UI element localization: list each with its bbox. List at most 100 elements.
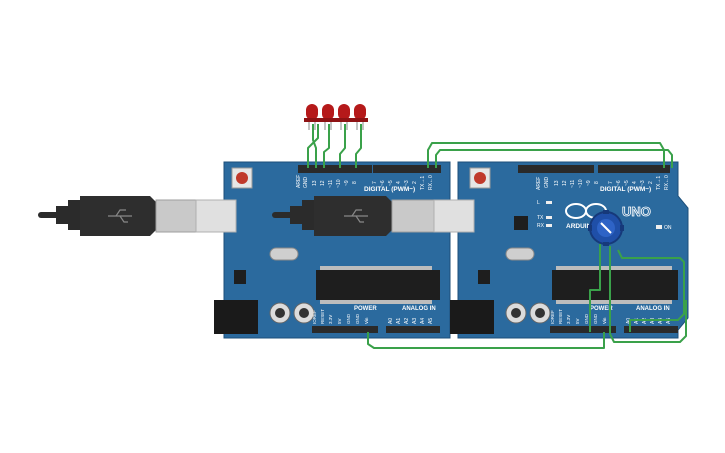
svg-text:~11: ~11 <box>328 180 334 188</box>
svg-text:5V: 5V <box>337 318 342 324</box>
svg-text:2: 2 <box>648 181 654 184</box>
svg-text:~6: ~6 <box>616 180 622 186</box>
svg-text:13: 13 <box>312 180 318 186</box>
svg-text:TX→1: TX→1 <box>420 176 426 190</box>
wire-pot-vcc <box>609 246 687 343</box>
power-jack[interactable] <box>450 300 494 334</box>
analog-header <box>386 326 440 333</box>
svg-text:~5: ~5 <box>624 180 630 186</box>
svg-text:3.3V: 3.3V <box>328 315 333 324</box>
svg-text:RESET: RESET <box>558 309 563 324</box>
svg-text:~6: ~6 <box>380 180 386 186</box>
reset-button-icon[interactable] <box>231 167 253 189</box>
left-power-pin-labels: IOREF RESET 3.3V 5V GND GND Vin <box>312 309 369 324</box>
svg-text:AREF: AREF <box>536 177 542 190</box>
voltage-regulator <box>478 270 490 284</box>
on-led-label: ON <box>664 225 672 231</box>
reset-button-icon[interactable] <box>469 167 491 189</box>
usb-cable-right[interactable] <box>272 196 475 236</box>
led-icon[interactable] <box>320 104 336 130</box>
svg-text:RX←0: RX←0 <box>428 175 434 190</box>
svg-text:Vin: Vin <box>602 317 607 324</box>
svg-text:TX→1: TX→1 <box>656 176 662 190</box>
svg-text:A0: A0 <box>388 318 394 324</box>
svg-text:~11: ~11 <box>570 180 576 188</box>
power-header <box>550 326 616 333</box>
analog-header <box>624 326 678 333</box>
led-icon[interactable] <box>336 104 352 130</box>
usb-cable-left[interactable] <box>38 196 237 236</box>
svg-text:RX←0: RX←0 <box>664 175 670 190</box>
rx-led-label: RX <box>537 223 545 229</box>
power-jack[interactable] <box>214 300 258 334</box>
svg-text:A4: A4 <box>420 318 426 324</box>
left-analog-pin-labels: A0 A1 A2 A3 A4 A5 <box>388 318 434 324</box>
brand-label: ARDUINO <box>566 223 596 230</box>
left-digital-pin-labels: AREF GND 13 12 ~11 ~10 ~9 8 7 ~6 ~5 4 ~3… <box>296 175 434 190</box>
potentiometer-icon[interactable] <box>588 210 624 246</box>
svg-text:GND: GND <box>303 177 309 189</box>
on-led <box>656 225 662 229</box>
svg-text:7: 7 <box>372 181 378 184</box>
svg-text:~9: ~9 <box>586 180 592 186</box>
led-icon[interactable] <box>352 104 368 130</box>
usb-icon <box>344 209 368 223</box>
wire-gnd-bottom <box>367 332 605 349</box>
svg-text:8: 8 <box>352 181 358 184</box>
svg-text:~3: ~3 <box>404 180 410 186</box>
right-analog-label: ANALOG IN <box>636 306 670 312</box>
svg-text:~5: ~5 <box>388 180 394 186</box>
svg-text:5V: 5V <box>575 318 580 324</box>
digital-header-d <box>598 165 670 173</box>
svg-text:Vin: Vin <box>364 317 369 324</box>
voltage-regulator <box>234 270 246 284</box>
svg-text:4: 4 <box>632 181 638 184</box>
svg-text:4: 4 <box>396 181 402 184</box>
wires[interactable] <box>307 124 687 349</box>
l-led-label: L <box>537 200 540 206</box>
right-digital-pin-labels: AREF GND 13 12 ~11 ~10 ~9 8 7 ~6 ~5 4 ~3… <box>536 175 670 190</box>
svg-text:IOREF: IOREF <box>550 310 555 324</box>
svg-text:A1: A1 <box>396 318 402 324</box>
usb-chip <box>514 216 528 230</box>
svg-text:~10: ~10 <box>336 179 342 188</box>
left-analog-label: ANALOG IN <box>402 306 436 312</box>
wire-pot-signal <box>617 249 685 332</box>
svg-text:IOREF: IOREF <box>312 310 317 324</box>
svg-text:3.3V: 3.3V <box>566 315 571 324</box>
wire-led-gnd <box>307 124 319 168</box>
power-header <box>312 326 378 333</box>
digital-header-c <box>518 165 594 173</box>
left-power-label: POWER <box>354 306 377 312</box>
svg-text:~3: ~3 <box>640 180 646 186</box>
wire-tx-rx-1 <box>427 142 665 168</box>
svg-text:~10: ~10 <box>578 179 584 188</box>
svg-text:8: 8 <box>594 181 600 184</box>
svg-text:12: 12 <box>562 180 568 186</box>
wire-led-1 <box>312 124 317 168</box>
tx-led-label: TX <box>537 215 544 221</box>
atmega-chip <box>552 270 678 300</box>
led-array[interactable] <box>304 104 368 130</box>
left-digital-label: DIGITAL (PWM~) <box>364 186 415 193</box>
svg-text:AREF: AREF <box>296 175 302 188</box>
svg-text:13: 13 <box>554 180 560 186</box>
arduino-board-left[interactable]: AREF GND 13 12 ~11 ~10 ~9 8 7 ~6 ~5 4 ~3… <box>214 161 451 339</box>
right-power-pin-labels: IOREF RESET 3.3V 5V GND GND Vin <box>550 309 607 324</box>
model-label: UNO <box>622 204 651 219</box>
wire-pot-gnd <box>589 244 601 332</box>
crystal-oscillator <box>505 247 535 261</box>
svg-text:GND: GND <box>544 177 550 189</box>
svg-text:2: 2 <box>412 181 418 184</box>
right-digital-label: DIGITAL (PWM~) <box>600 186 651 193</box>
svg-text:A5: A5 <box>428 318 434 324</box>
wire-led-4 <box>355 124 362 168</box>
arduino-board-right[interactable]: AREF GND 13 12 ~11 ~10 ~9 8 7 ~6 ~5 4 ~3… <box>450 161 689 339</box>
svg-text:A3: A3 <box>412 318 418 324</box>
svg-text:~9: ~9 <box>344 180 350 186</box>
wire-tx-rx-2 <box>435 149 673 168</box>
led-icon[interactable] <box>304 104 320 130</box>
usb-icon <box>108 209 132 223</box>
svg-text:7: 7 <box>608 181 614 184</box>
